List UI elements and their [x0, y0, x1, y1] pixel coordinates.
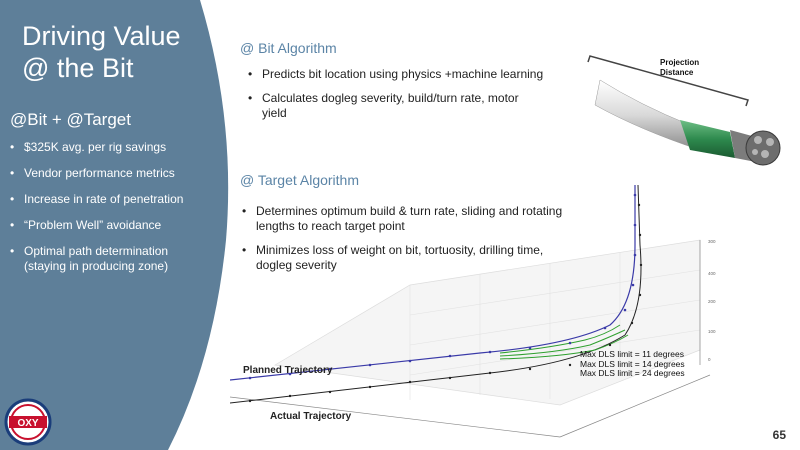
- bit-algorithm-bullet: Predicts bit location using physics +mac…: [246, 67, 546, 82]
- planned-markers: [248, 193, 637, 380]
- alt-path-3: [499, 334, 629, 360]
- title-line-2: @ the Bit: [22, 53, 134, 83]
- page-number: 65: [772, 428, 786, 442]
- svg-text:0: 0: [708, 357, 711, 362]
- bit-algorithm-list: Predicts bit location using physics +mac…: [246, 67, 546, 130]
- sidebar-item: Increase in rate of penetration: [10, 192, 210, 207]
- sidebar-item: Optimal path determination (staying in p…: [10, 244, 210, 274]
- svg-text:200: 200: [708, 299, 716, 304]
- dls-limit-3: Max DLS limit = 24 degrees: [580, 368, 685, 378]
- actual-trajectory-label: Actual Trajectory: [270, 411, 352, 422]
- target-algorithm-bullet: Determines optimum build & turn rate, sl…: [240, 204, 570, 234]
- actual-markers: [248, 203, 643, 403]
- bit-algorithm-heading: @ Bit Algorithm: [240, 40, 337, 56]
- svg-text:300: 300: [708, 239, 716, 244]
- planned-trajectory-line: [230, 185, 636, 381]
- target-algorithm-bullet: Minimizes loss of weight on bit, tortuos…: [240, 243, 570, 273]
- drill-bit-illustration: [587, 55, 781, 166]
- trajectory-3d-chart: 300 400 200 100 0: [230, 185, 716, 438]
- title-line-1: Driving Value: [22, 21, 181, 51]
- dls-limits-legend: Max DLS limit = 11 degrees Max DLS limit…: [580, 349, 685, 379]
- projection-label-line-2: Distance: [660, 68, 694, 77]
- dls-limit-1: Max DLS limit = 11 degrees: [580, 349, 685, 359]
- slide-title: Driving Value @ the Bit: [22, 20, 181, 84]
- oxy-logo: OXY: [4, 398, 52, 446]
- svg-text:400: 400: [708, 271, 716, 276]
- sidebar-item: “Problem Well” avoidance: [10, 218, 210, 233]
- sidebar-heading: @Bit + @Target: [10, 110, 131, 129]
- alt-path-2: [499, 329, 626, 357]
- actual-trajectory-line: [230, 185, 642, 404]
- sidebar-item: Vendor performance metrics: [10, 166, 210, 181]
- planned-trajectory-label: Planned Trajectory: [243, 365, 333, 376]
- bit-algorithm-bullet: Calculates dogleg severity, build/turn r…: [246, 91, 546, 121]
- projection-label-line-1: Projection: [660, 58, 700, 67]
- sidebar-item: $325K avg. per rig savings: [10, 140, 210, 155]
- alt-path-1: [499, 324, 621, 354]
- dls-limit-2: Max DLS limit = 14 degrees: [580, 358, 685, 369]
- logo-text: OXY: [17, 418, 38, 429]
- projection-distance-label: Projection Distance: [660, 58, 699, 78]
- target-algorithm-heading: @ Target Algorithm: [240, 172, 360, 188]
- svg-text:100: 100: [708, 329, 716, 334]
- target-algorithm-list: Determines optimum build & turn rate, sl…: [240, 204, 570, 282]
- sidebar-list: $325K avg. per rig savings Vendor perfor…: [10, 140, 210, 285]
